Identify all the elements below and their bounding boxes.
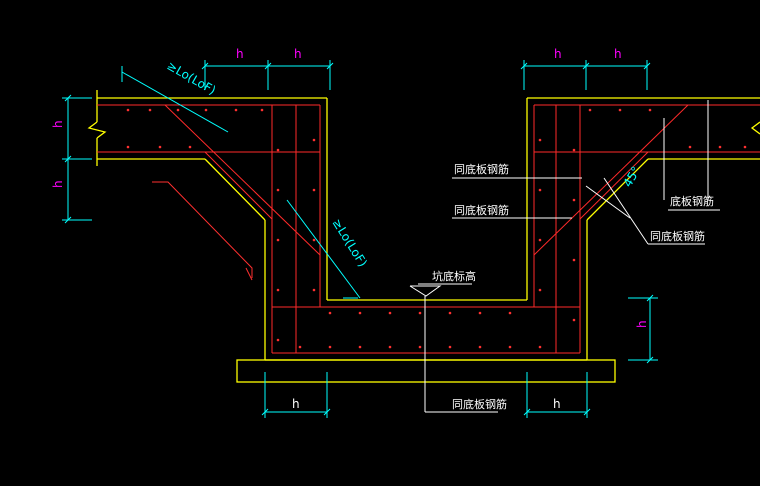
dim-h-top-left-1: h (236, 47, 244, 61)
note-same-slab-1: 同底板钢筋 (454, 162, 509, 176)
dim-h-right: h (635, 320, 649, 328)
rebar-lines (97, 104, 760, 354)
dimension-ticks (64, 62, 654, 416)
note-same-slab-bottom: 同底板钢筋 (452, 397, 507, 411)
dim-h-top-left-2: h (294, 47, 302, 61)
dim-h-bottom-left: h (292, 397, 300, 411)
anchor-length-mid: ≥Lo(LoF) (329, 216, 369, 269)
anchor-length-top: ≥Lo(LoF) (165, 58, 219, 97)
notes: 同底板钢筋 同底板钢筋 底板钢筋 同底板钢筋 坑底标高 同底板钢筋 (432, 162, 714, 411)
note-same-bottom: 同底板钢筋 (650, 229, 705, 243)
dimension-lines (62, 60, 658, 418)
concrete-outline (87, 90, 760, 383)
dim-h-bottom-right: h (553, 397, 561, 411)
note-bottom-slab: 底板钢筋 (670, 194, 714, 208)
section-arrow-mark (152, 181, 253, 281)
rebar-dots (126, 108, 747, 349)
note-same-slab-2: 同底板钢筋 (454, 203, 509, 217)
dim-h-left-1: h (51, 120, 65, 128)
leader-lines (409, 100, 720, 413)
dim-h-left-2: h (51, 180, 65, 188)
dim-h-top-right-1: h (554, 47, 562, 61)
anchor-labels: ≥Lo(LoF) ≥Lo(LoF) 45° (165, 58, 644, 269)
dim-h-top-right-2: h (614, 47, 622, 61)
dimension-labels: h h h h h h h h h (51, 47, 649, 411)
note-pit-elevation: 坑底标高 (432, 269, 476, 283)
